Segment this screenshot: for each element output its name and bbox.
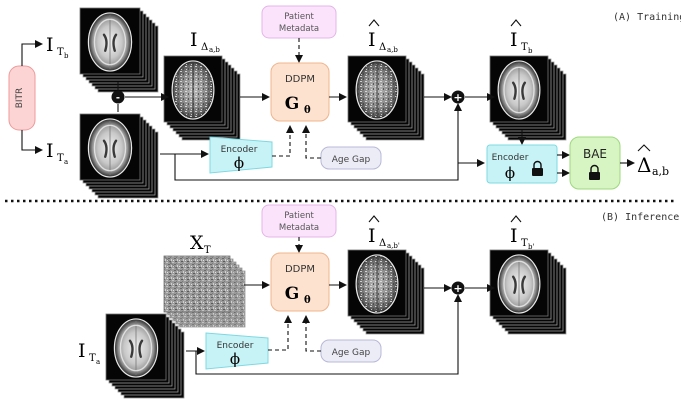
g-theta-inf-main: G: [285, 284, 300, 304]
metadata-line1: Patient: [284, 12, 314, 22]
svg-text:+: +: [453, 91, 462, 104]
svg-text:Δ: Δ: [379, 42, 386, 53]
encoder-to-ddpm-inf-arrow: [268, 315, 292, 351]
g-theta-main: G: [285, 94, 300, 114]
encoder2-block: [486, 144, 558, 184]
metadata-line2: Metadata: [279, 24, 319, 34]
svg-text:T: T: [204, 245, 211, 256]
age-gap-inf-label: Age Gap: [332, 348, 371, 358]
svg-text:I: I: [46, 140, 54, 162]
label-x-t: X T: [190, 232, 211, 256]
svg-text:Δ: Δ: [379, 238, 386, 249]
svg-text:I: I: [46, 34, 54, 56]
svg-text:b: b: [528, 47, 533, 55]
svg-text:b: b: [64, 52, 69, 60]
label-i-ta: I T a: [46, 140, 68, 166]
svg-text:Δ: Δ: [637, 153, 651, 177]
svg-text:I: I: [368, 29, 376, 51]
encoder-inf-label: Encoder: [217, 341, 254, 351]
svg-text:Δ: Δ: [201, 42, 208, 53]
bitr-to-ita-arrow: [21, 130, 43, 154]
svg-text:I: I: [368, 225, 376, 247]
mri-stack-i-tb: [79, 7, 159, 93]
ddpm-block-inference: [270, 252, 330, 312]
svg-text:a,b': a,b': [387, 242, 400, 250]
ita-to-add-inf-arrow: [195, 294, 462, 375]
encoder-block-inference: [205, 332, 269, 370]
mri-stack-i-delta-hat: [347, 55, 425, 141]
phi-symbol: ϕ: [234, 154, 244, 172]
g-theta-sub: θ: [304, 105, 311, 116]
label-i-tb-hat: I T b: [510, 19, 533, 55]
plus-circle-icon: [451, 90, 465, 104]
svg-text:X: X: [190, 232, 204, 254]
phi-inf-symbol: ϕ: [230, 350, 240, 368]
metadata-inf-line2: Metadata: [279, 223, 319, 233]
svg-text:a: a: [96, 358, 100, 366]
svg-text:a,b: a,b: [652, 165, 669, 178]
svg-text:T: T: [89, 353, 96, 364]
minus-circle-icon: [111, 90, 125, 104]
bitr-to-itb-arrow: [21, 40, 43, 66]
metadata-inf-line1: Patient: [284, 211, 314, 221]
label-i-delta-hat-inference: I Δ a,b': [368, 215, 400, 250]
mri-stack-i-delta-hat-inference: [347, 249, 425, 335]
label-i-tb-hat-inference: I T b': [510, 215, 534, 251]
phi2-symbol: ϕ: [505, 164, 515, 182]
mri-stack-i-delta: [163, 55, 241, 141]
svg-text:I: I: [510, 29, 518, 51]
bae-block: [569, 136, 621, 190]
encoder-to-ddpm-arrow: [272, 125, 294, 157]
agegap-to-ddpm-arrow: [302, 125, 321, 159]
noise-volume-x-t: [163, 255, 246, 328]
mri-stack-i-tb-hat-inference: [489, 249, 567, 335]
lock-icon: [589, 164, 600, 180]
ddpm-block: [270, 62, 330, 122]
svg-text:b': b': [528, 243, 534, 251]
g-theta-inf-sub: θ: [304, 295, 311, 306]
encoder-block: [209, 136, 273, 174]
svg-text:a,b: a,b: [209, 46, 220, 54]
svg-text:+: +: [453, 282, 462, 295]
agegap-to-ddpm-inf-arrow: [302, 315, 321, 352]
label-i-delta: I Δ a,b: [190, 29, 220, 54]
encoder-label: Encoder: [221, 145, 258, 155]
mri-stack-i-tb-hat: [489, 55, 567, 141]
mri-stack-i-ta-inference: [105, 313, 185, 399]
svg-text:T: T: [57, 153, 64, 164]
svg-text:T: T: [521, 42, 528, 53]
svg-text:a,b: a,b: [387, 46, 398, 54]
svg-text:T: T: [57, 47, 64, 58]
bitr-label: BITR: [15, 88, 25, 109]
ddpm-inf-label: DDPM: [285, 264, 315, 275]
inference-section-label: (B) Inference: [601, 212, 679, 223]
svg-text:-: -: [116, 93, 120, 104]
lock-icon: [532, 160, 543, 176]
output-delta-hat: Δ a,b: [637, 144, 669, 178]
label-i-ta-inference: I T a: [78, 340, 100, 366]
svg-text:I: I: [190, 29, 198, 51]
svg-text:I: I: [78, 340, 86, 362]
svg-text:a: a: [64, 158, 68, 166]
plus-circle-icon: [451, 281, 465, 295]
encoder2-label: Encoder: [492, 153, 529, 163]
svg-text:I: I: [510, 225, 518, 247]
ddpm-label: DDPM: [285, 74, 315, 85]
svg-text:T: T: [521, 238, 528, 249]
mri-stack-i-ta: [79, 113, 159, 199]
bae-label: BAE: [583, 147, 607, 161]
ita-to-add-arrow: [174, 103, 462, 181]
training-section-label: (A) Training: [613, 12, 681, 23]
age-gap-label: Age Gap: [332, 155, 371, 165]
label-i-tb: I T b: [46, 34, 69, 60]
label-i-delta-hat: I Δ a,b: [368, 19, 398, 54]
